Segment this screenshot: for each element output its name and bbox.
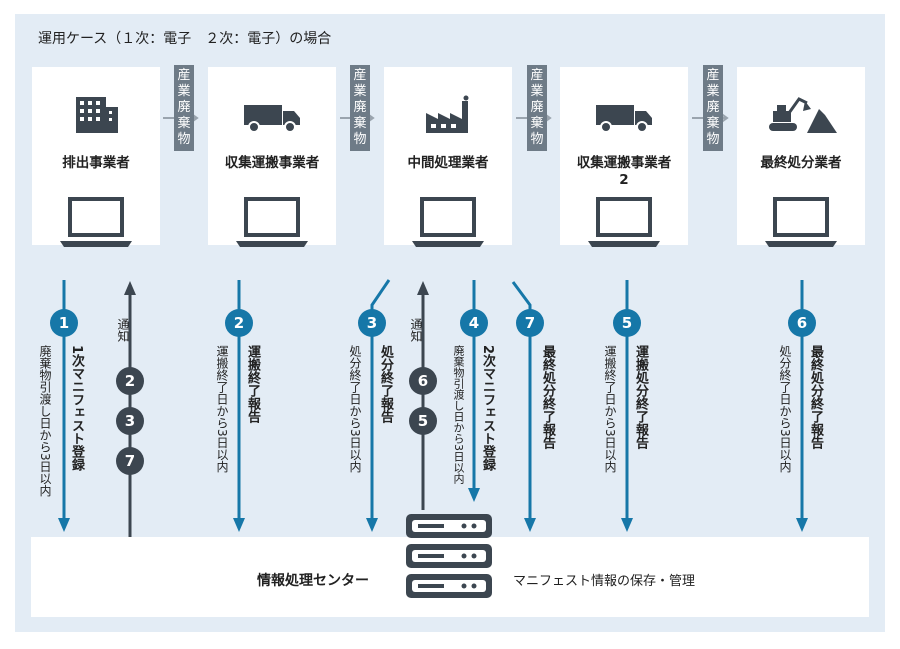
step-2-badge: 2 [225, 309, 253, 337]
step-2-desc: 運搬終了日から3日以内 [215, 345, 229, 473]
notify-badge: 6 [409, 367, 437, 395]
info-center-title: 情報処理センター [257, 573, 369, 589]
box-intermediate: 中間処理業者 [384, 67, 512, 247]
step-6-title: 最終処分終了報告 [808, 345, 823, 449]
box-name: 最終処分業者 [760, 155, 842, 171]
info-center-desc: マニフェスト情報の保存・管理 [513, 574, 696, 589]
laptop-icon [32, 195, 160, 251]
diagram-title: 運用ケース（１次：電子 ２次：電子）の場合 [38, 31, 332, 47]
building-icon [32, 95, 160, 135]
notify-badge: 7 [116, 447, 144, 475]
notify-badge: 2 [116, 367, 144, 395]
step-3-desc: 処分終了日から3日以内 [348, 345, 362, 473]
laptop-icon [208, 195, 336, 251]
step-7-badge: 7 [516, 309, 544, 337]
step-6-badge: 6 [788, 309, 816, 337]
box-name: 排出事業者 [62, 155, 130, 171]
laptop-icon [384, 195, 512, 251]
waste-tag: 産業廃棄物 [174, 65, 194, 151]
box-name: 収集運搬事業者 [224, 155, 320, 171]
step-4-badge: 4 [460, 309, 488, 337]
box-final: 最終処分業者 [737, 67, 865, 247]
step-3-title: 処分終了報告 [378, 345, 393, 423]
step-2-title: 運搬終了報告 [245, 345, 260, 423]
step-1-badge: 1 [50, 309, 78, 337]
step-6-desc: 処分終了日から3日以内 [778, 345, 792, 473]
step-4-desc: 廃棄物引渡し日から3日以内 [452, 345, 465, 484]
factory-icon [384, 95, 512, 135]
waste-tag: 産業廃棄物 [350, 65, 370, 151]
step-7-title: 最終処分終了報告 [540, 345, 555, 449]
excavator-icon [737, 95, 865, 135]
notify-badge: 3 [116, 407, 144, 435]
step-5-badge: 5 [613, 309, 641, 337]
notify-label: 通知 [116, 318, 130, 342]
truck-icon [560, 95, 688, 135]
laptop-icon [737, 195, 865, 251]
notify-badge: 5 [409, 407, 437, 435]
step-5-title: 運搬処分終了報告 [633, 345, 648, 449]
laptop-icon [560, 195, 688, 251]
notify-label: 通知 [409, 318, 423, 342]
step-1-desc: 廃棄物引渡し日から3日以内 [38, 345, 52, 497]
server-icon [406, 514, 492, 598]
truck-icon [208, 95, 336, 135]
box-collector-1: 収集運搬事業者 [208, 67, 336, 247]
step-3-badge: 3 [358, 309, 386, 337]
box-name: 中間処理業者 [407, 155, 489, 171]
step-1-title: 1次マニフェスト登録 [69, 345, 84, 472]
step-4-title: 2次マニフェスト登録 [480, 345, 495, 472]
waste-tag: 産業廃棄物 [527, 65, 547, 151]
box-emitter: 排出事業者 [32, 67, 160, 247]
step-5-desc: 運搬終了日から3日以内 [603, 345, 617, 473]
waste-tag: 産業廃棄物 [703, 65, 723, 151]
